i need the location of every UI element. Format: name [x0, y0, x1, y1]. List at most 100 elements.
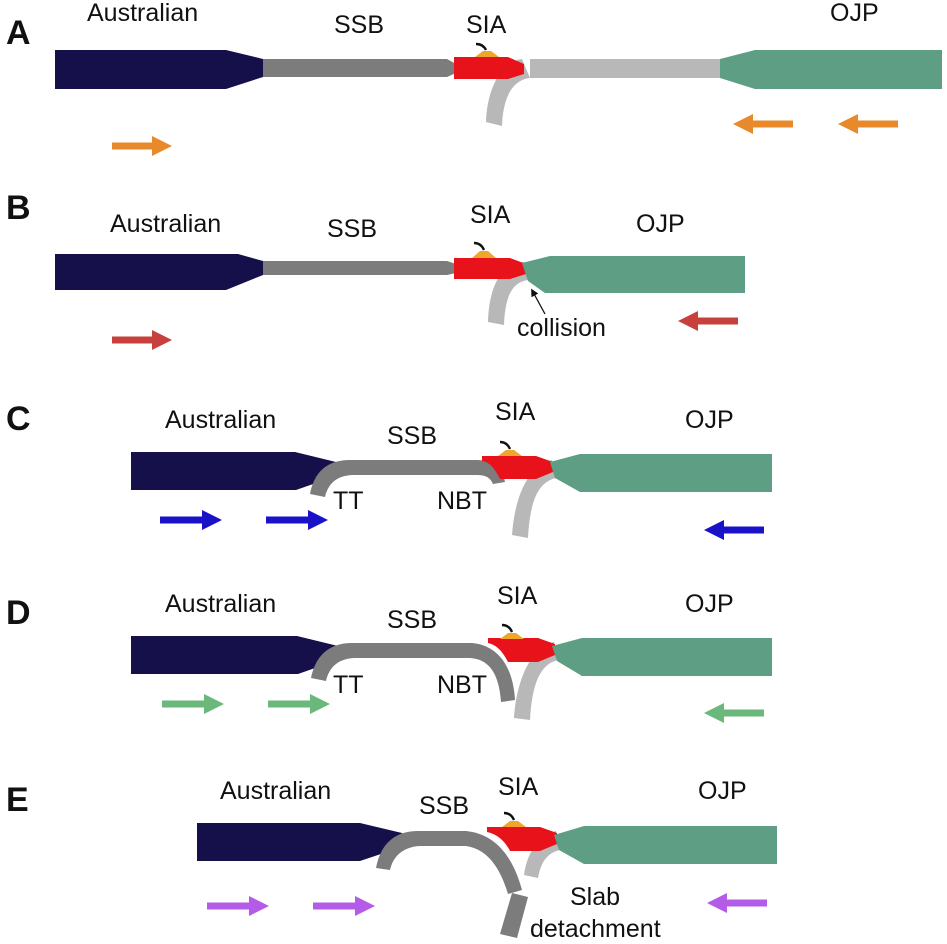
arrow-head [707, 893, 727, 913]
ojp-plate [522, 256, 745, 293]
subducting-slab [514, 642, 558, 720]
arrow-head [308, 510, 328, 530]
arrow-head [202, 510, 222, 530]
arrow-left-icon [678, 311, 738, 331]
arrow-left-icon [707, 893, 767, 913]
panel-letter: C [6, 400, 31, 438]
arrow-right-icon [268, 694, 330, 714]
panel-c: C Australian SSB SIA OJP TT NBT [6, 398, 772, 540]
sia-label: SIA [466, 11, 507, 39]
arrow-head [310, 694, 330, 714]
panel-d: D Australian SSB SIA OJP TT NBT [6, 582, 772, 723]
volcano-icon [475, 51, 499, 57]
ssb-plate [263, 59, 456, 77]
sia-label: SIA [470, 201, 511, 229]
australian-plate [131, 636, 338, 674]
smoke-icon [501, 623, 514, 633]
ojp-plate [720, 50, 942, 89]
subducting-slab [488, 262, 528, 325]
arrow-right-icon [160, 510, 222, 530]
volcano-icon [472, 251, 496, 258]
slab-label: Slab [570, 883, 620, 911]
ojp-plate-label: OJP [698, 777, 747, 805]
ssb-label: SSB [419, 792, 469, 820]
arrow-head [355, 896, 375, 916]
arrow-head [704, 703, 724, 723]
ssb-plate [311, 643, 515, 702]
ssb-label: SSB [327, 215, 377, 243]
collision-label: collision [517, 314, 606, 342]
arrow-head [249, 896, 269, 916]
ssb-plate [263, 261, 456, 275]
ojp-plate-label: OJP [830, 0, 879, 27]
arrow-right-icon [112, 330, 172, 350]
ssb-label: SSB [387, 606, 437, 634]
panel-letter: B [6, 189, 31, 227]
nbt-label: NBT [437, 487, 487, 515]
volcano-icon [498, 450, 522, 456]
arrow-right-icon [313, 896, 375, 916]
subducting-slab [512, 460, 556, 538]
panel-letter: E [6, 781, 29, 819]
arrow-left-icon [733, 114, 793, 134]
arrow-left-icon [838, 114, 898, 134]
australian-plate [55, 50, 263, 89]
sia-arc [487, 827, 557, 851]
australian-plate [197, 823, 402, 861]
ssb-plate [376, 831, 522, 894]
australian-plate-label: Australian [110, 210, 221, 238]
detached-slab [500, 893, 528, 938]
arrow-head [152, 136, 172, 156]
ojp-plate [552, 638, 772, 676]
ssb-plate [310, 460, 505, 497]
panel-b: B Australian SSB SIA OJP collision [6, 189, 745, 350]
ojp-plate [554, 826, 777, 864]
panel-a: A Australian SSB SIA OJP [6, 0, 942, 156]
arrow-right-icon [162, 694, 224, 714]
volcano-icon [500, 633, 524, 639]
arrow-head [704, 520, 724, 540]
smoke-icon [503, 811, 516, 821]
panel-e: E Australian SSB SIA OJP Slab detachment [6, 773, 777, 943]
smoke-icon [499, 440, 512, 450]
nbt-label: NBT [437, 671, 487, 699]
australian-plate-label: Australian [87, 0, 198, 27]
australian-plate [131, 452, 336, 490]
detachment-label: detachment [530, 915, 661, 943]
arrow-right-icon [207, 896, 269, 916]
arrow-head [838, 114, 858, 134]
smoke-icon [475, 42, 488, 51]
australian-plate-label: Australian [220, 777, 331, 805]
sia-arc [488, 638, 555, 662]
sia-arc [454, 57, 524, 79]
ojp-plate [550, 454, 772, 492]
sia-label: SIA [498, 773, 539, 801]
arrow-left-icon [704, 520, 764, 540]
ojp-plate-label: OJP [636, 210, 685, 238]
arrow-right-icon [266, 510, 328, 530]
ojp-plate-label: OJP [685, 406, 734, 434]
arrow-head [152, 330, 172, 350]
arrow-head [204, 694, 224, 714]
ssb-label: SSB [387, 422, 437, 450]
sia-arc [482, 456, 553, 479]
collision-pointer [531, 288, 546, 315]
arrow-right-icon [112, 136, 172, 156]
australian-plate-label: Australian [165, 590, 276, 618]
subducting-slab [486, 59, 530, 126]
sia-label: SIA [495, 398, 536, 426]
tt-label: TT [333, 487, 364, 515]
australian-plate [55, 254, 263, 290]
arrow-head [678, 311, 698, 331]
ojp-plate-label: OJP [685, 590, 734, 618]
smoke-icon [473, 241, 486, 251]
volcano-icon [502, 821, 526, 827]
panel-letter: A [6, 14, 31, 52]
arrow-head [733, 114, 753, 134]
sia-arc [454, 258, 526, 279]
ssb-label: SSB [334, 11, 384, 39]
slab-top-segment [530, 59, 720, 78]
sia-label: SIA [497, 582, 538, 610]
arrow-left-icon [704, 703, 764, 723]
